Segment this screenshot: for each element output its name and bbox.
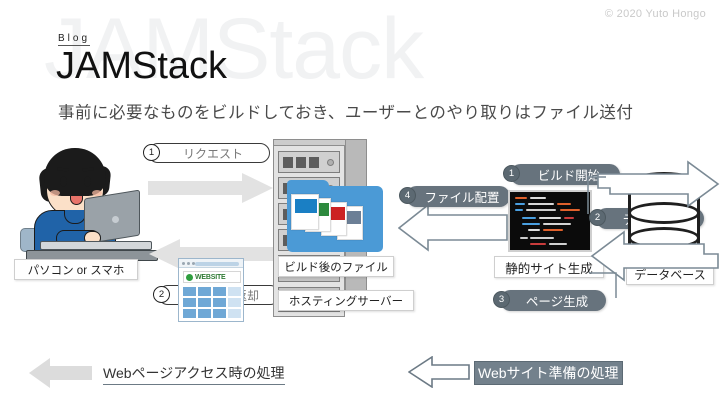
step-number-3-build: 3 — [493, 291, 510, 308]
build-start-connector — [587, 176, 606, 214]
step-badge-file-placement-label: ファイル配置 — [424, 191, 500, 205]
legend-prepare-label: Webサイト準備の処理 — [474, 361, 623, 385]
file-placement-arrow — [398, 204, 508, 252]
data-return-arrow-bottom — [590, 230, 719, 282]
page-subtitle: 事前に必要なものをビルドしておき、ユーザーとのやり取りはファイル送付 — [58, 104, 634, 122]
legend-access-label: Webページアクセス時の処理 — [103, 363, 285, 385]
folder-with-files-icon — [287, 180, 383, 252]
step-number-1-build: 1 — [503, 165, 520, 182]
step-badge-build-start-label: ビルド開始 — [537, 169, 601, 183]
blog-label: Blog — [58, 33, 91, 46]
code-terminal-icon — [508, 190, 592, 252]
globe-icon — [186, 273, 193, 281]
watermark-title: JAMStack — [44, 1, 424, 97]
hosting-server-label: ホスティングサーバー — [278, 290, 414, 311]
step-badge-page-generation-label: ページ生成 — [525, 295, 589, 309]
step-badge-page-generation: ページ生成 — [500, 290, 606, 311]
website-content-grid — [183, 287, 241, 318]
request-arrow — [148, 173, 273, 203]
website-logo-text: WEBSITE — [195, 273, 226, 281]
database-label: データベース — [626, 264, 714, 285]
step-badge-request-label: リクエスト — [182, 146, 243, 161]
data-fetch-arrow-top — [597, 160, 720, 208]
step-number-2-access: 2 — [153, 286, 170, 303]
person-with-laptop-icon — [12, 146, 158, 264]
step-badge-file-placement: ファイル配置 — [406, 186, 510, 207]
browser-window-icon: WEBSITE — [178, 258, 244, 322]
prepare-legend-arrow — [408, 356, 470, 388]
step-number-4-build: 4 — [399, 187, 416, 204]
access-legend-arrow — [29, 358, 92, 388]
page-title: JAMStack — [56, 45, 228, 87]
client-device-label: パソコン or スマホ — [14, 259, 138, 280]
step-badge-build-start: ビルド開始 — [510, 164, 620, 185]
step-number-1-access: 1 — [143, 144, 160, 161]
file-return-arrow — [149, 239, 274, 269]
page-generation-connector — [589, 272, 617, 298]
step-number-2-build: 2 — [589, 209, 606, 226]
copyright-text: © 2020 Yuto Hongo — [604, 8, 706, 20]
built-files-label: ビルド後のファイル — [278, 256, 394, 277]
step-badge-request: リクエスト — [148, 143, 270, 163]
website-logo: WEBSITE — [183, 271, 241, 283]
static-site-generation-label: 静的サイト生成 — [494, 256, 604, 278]
